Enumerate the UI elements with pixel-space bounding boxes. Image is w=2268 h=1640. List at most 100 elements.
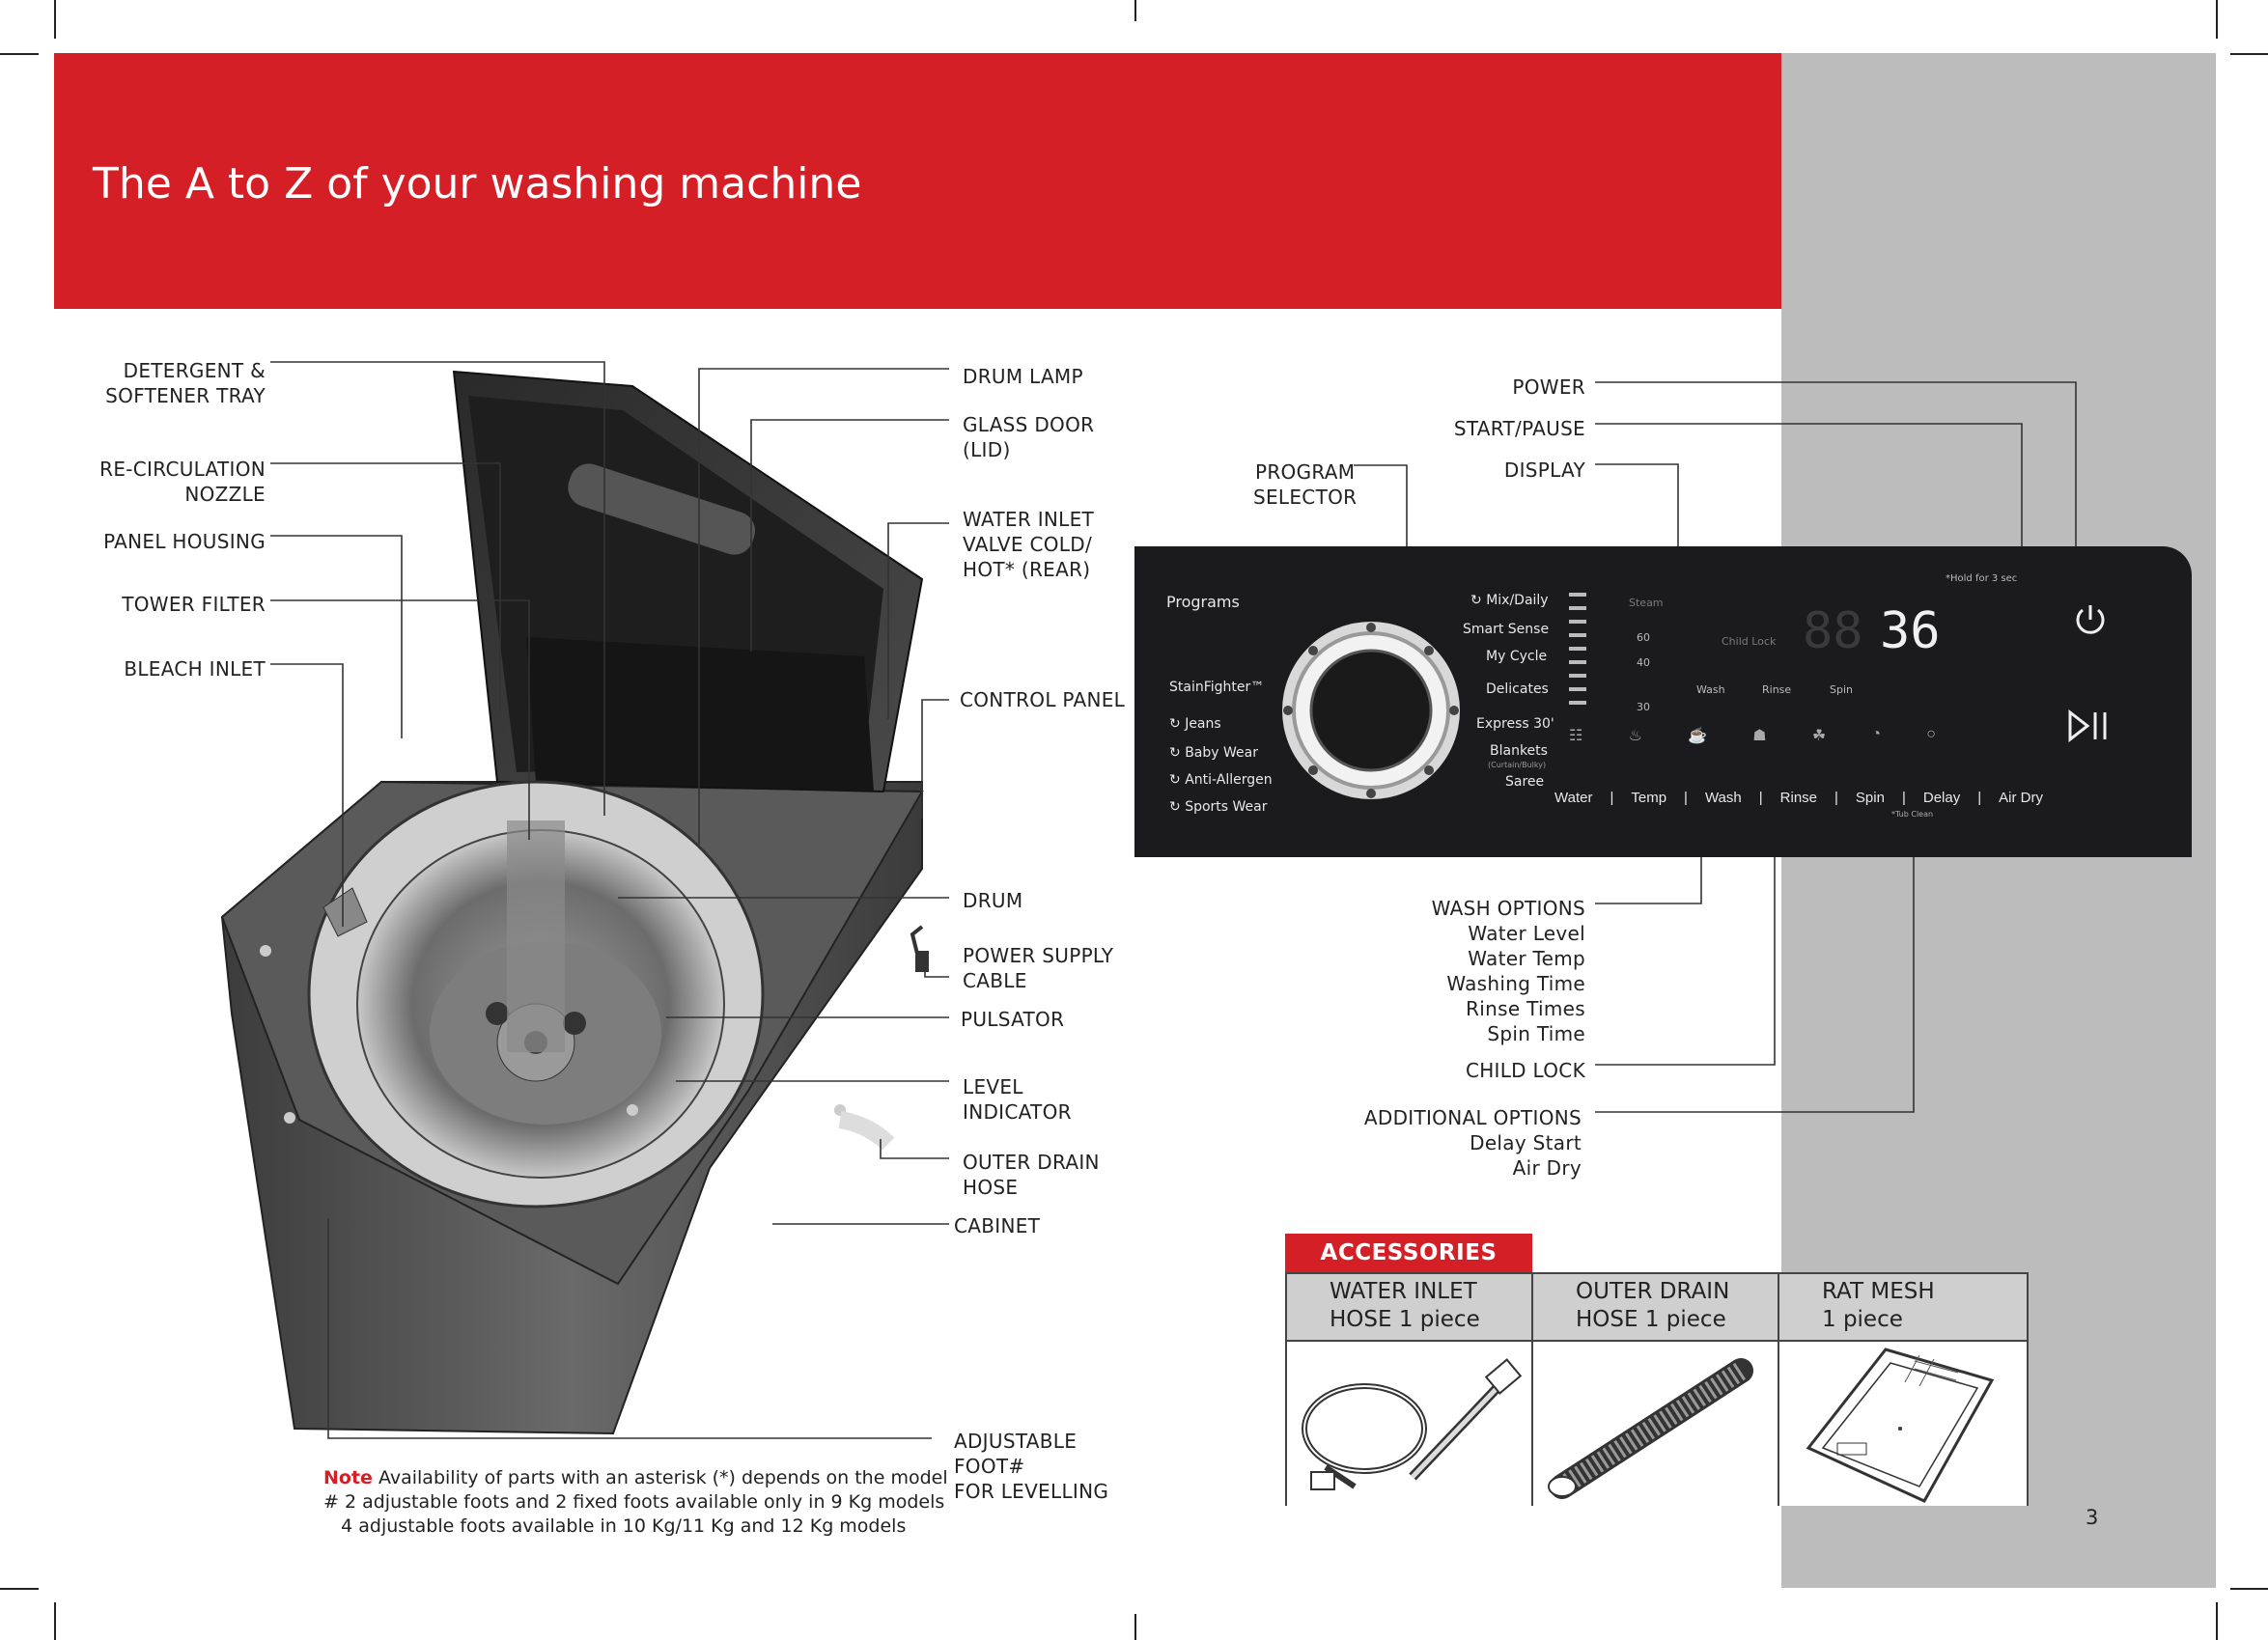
start-pause-icon[interactable] bbox=[2066, 709, 2113, 743]
accessory-header-2: OUTER DRAIN HOSE 1 piece bbox=[1533, 1274, 1779, 1342]
note-line-2: # 2 adjustable foots and 2 fixed foots a… bbox=[323, 1491, 945, 1513]
temp-40: 40 bbox=[1637, 656, 1650, 669]
status-icon-row: ☷ ♨ ☕ ☗ ☘ ◔ ○ bbox=[1569, 726, 1936, 745]
label-display: DISPLAY bbox=[1503, 459, 1585, 482]
label-adjustable-foot: ADJUSTABLE FOOT# FOR LEVELLING bbox=[954, 1430, 1109, 1503]
delay-button[interactable]: Delay bbox=[1922, 790, 1961, 806]
accessory-name-3: RAT MESH 1 piece bbox=[1822, 1279, 1935, 1332]
label-glass-door: GLASS DOOR (LID) bbox=[963, 413, 1095, 461]
program-mix-daily: ↻ Mix/Daily bbox=[1470, 593, 1549, 608]
spin-icon: ☘ bbox=[1811, 728, 1827, 744]
page-header bbox=[54, 53, 1781, 309]
label-power: POWER bbox=[1512, 375, 1585, 399]
label-bleach-inlet: BLEACH INLET bbox=[124, 657, 266, 681]
label-detergent-tray: DETERGENT & SOFTENER TRAY bbox=[105, 359, 266, 407]
accessory-header-3: RAT MESH 1 piece bbox=[1779, 1274, 2027, 1342]
label-outer-drain-hose: OUTER DRAIN HOSE bbox=[963, 1151, 1100, 1199]
availability-note: Note Availability of parts with an aster… bbox=[323, 1466, 948, 1539]
crop-mark bbox=[0, 1588, 39, 1590]
crop-mark bbox=[0, 53, 39, 55]
water-icon: ☷ bbox=[1569, 728, 1583, 744]
small-spin: Spin bbox=[1830, 683, 1853, 696]
child-lock-small: Child Lock bbox=[1722, 635, 1777, 648]
temp-steam: Steam bbox=[1629, 597, 1664, 609]
label-power-supply-cable: POWER SUPPLY CABLE bbox=[963, 944, 1114, 992]
note-line-3: 4 adjustable foots available in 10 Kg/11… bbox=[323, 1515, 907, 1537]
label-cabinet: CABINET bbox=[954, 1214, 1041, 1237]
program-baby-wear: ↻ Baby Wear bbox=[1169, 745, 1258, 761]
label-recirculation-nozzle: RE-CIRCULATION NOZZLE bbox=[99, 458, 266, 506]
page-number: 3 bbox=[2086, 1506, 2099, 1529]
program-blankets-sub: (Curtain/Bulky) bbox=[1488, 761, 1547, 769]
outer-drain-hose-image bbox=[1533, 1342, 1779, 1506]
accessories-table: WATER INLET HOSE 1 piece OUTER DRAIN HOS… bbox=[1285, 1272, 2029, 1506]
temp-30: 30 bbox=[1637, 701, 1650, 713]
display-ghost-digits: 88 bbox=[1803, 602, 1863, 660]
crop-mark bbox=[1134, 1614, 1136, 1640]
label-drum-lamp: DRUM LAMP bbox=[963, 365, 1083, 388]
note-line-1: Availability of parts with an asterisk (… bbox=[372, 1467, 948, 1488]
delay-icon: ◔ bbox=[1871, 726, 1882, 742]
wash-icon: ☕ bbox=[1688, 728, 1708, 744]
program-smart-sense: Smart Sense bbox=[1463, 622, 1550, 637]
program-stainfighter: StainFighter™ bbox=[1169, 680, 1265, 695]
program-my-cycle: My Cycle bbox=[1486, 649, 1548, 664]
program-anti-allergen: ↻ Anti-Allergen bbox=[1169, 772, 1273, 788]
tub-clean-note: *Tub Clean bbox=[1891, 810, 1934, 819]
temp-button[interactable]: Temp bbox=[1631, 790, 1667, 806]
level-indicator-bars bbox=[1569, 593, 1586, 705]
program-saree: Saree bbox=[1505, 774, 1545, 790]
label-tower-filter: TOWER FILTER bbox=[122, 593, 266, 616]
label-wash-options: WASH OPTIONS Water Level Water Temp Wash… bbox=[1431, 897, 1585, 1045]
power-icon[interactable] bbox=[2071, 600, 2110, 639]
crop-mark bbox=[2230, 53, 2268, 55]
crop-mark bbox=[2216, 1602, 2218, 1640]
note-label: Note bbox=[323, 1467, 373, 1488]
programs-title: Programs bbox=[1166, 593, 1240, 611]
crop-mark bbox=[2216, 0, 2218, 39]
crop-mark bbox=[2230, 1588, 2268, 1590]
water-inlet-hose-image bbox=[1287, 1342, 1533, 1506]
crop-mark bbox=[54, 1602, 56, 1640]
option-buttons-row: Water| Temp| Wash| Rinse| Spin| Delay| A… bbox=[1554, 790, 2043, 806]
crop-mark bbox=[54, 0, 56, 39]
accessory-name-2: OUTER DRAIN HOSE 1 piece bbox=[1576, 1279, 1730, 1332]
rinse-icon: ☗ bbox=[1752, 728, 1767, 744]
label-water-inlet-valve: WATER INLET VALVE COLD/ HOT* (REAR) bbox=[963, 508, 1095, 581]
page-title: The A to Z of your washing machine bbox=[93, 159, 862, 208]
program-blankets: Blankets bbox=[1490, 743, 1548, 759]
label-program-selector: PROGRAM SELECTOR bbox=[1253, 460, 1358, 509]
label-child-lock: CHILD LOCK bbox=[1465, 1059, 1585, 1082]
display-digits: 36 bbox=[1880, 602, 1941, 660]
temp-icon: ♨ bbox=[1628, 728, 1642, 744]
small-wash: Wash bbox=[1696, 683, 1725, 696]
rat-mesh-image bbox=[1779, 1342, 2027, 1506]
airdry-icon: ○ bbox=[1926, 726, 1936, 742]
label-drum: DRUM bbox=[963, 889, 1023, 912]
program-dial[interactable] bbox=[1274, 614, 1468, 807]
accessories-title: ACCESSORIES bbox=[1285, 1234, 1532, 1272]
program-express: Express 30' bbox=[1476, 716, 1554, 732]
control-panel-graphic: Programs *Hold for 3 sec StainFighter™ ↻… bbox=[1134, 546, 2192, 857]
program-delicates: Delicates bbox=[1486, 681, 1549, 697]
label-start-pause: START/PAUSE bbox=[1453, 417, 1585, 440]
accessory-header-1: WATER INLET HOSE 1 piece bbox=[1287, 1274, 1533, 1342]
label-additional-options: ADDITIONAL OPTIONS Delay Start Air Dry bbox=[1363, 1106, 1582, 1180]
accessory-name-1: WATER INLET HOSE 1 piece bbox=[1330, 1279, 1480, 1332]
program-jeans: ↻ Jeans bbox=[1169, 716, 1221, 732]
wash-button[interactable]: Wash bbox=[1704, 790, 1742, 806]
temp-60: 60 bbox=[1637, 631, 1650, 644]
rinse-button[interactable]: Rinse bbox=[1779, 790, 1818, 806]
crop-mark bbox=[1134, 0, 1136, 21]
label-control-panel: CONTROL PANEL bbox=[960, 688, 1126, 711]
hold-note: *Hold for 3 sec bbox=[1946, 573, 2018, 584]
air-dry-button[interactable]: Air Dry bbox=[1999, 790, 2043, 806]
label-pulsator: PULSATOR bbox=[961, 1008, 1065, 1031]
washing-machine-illustration bbox=[220, 370, 929, 1435]
water-button[interactable]: Water bbox=[1554, 790, 1593, 806]
program-sports-wear: ↻ Sports Wear bbox=[1169, 799, 1268, 815]
spin-button[interactable]: Spin bbox=[1855, 790, 1885, 806]
label-panel-housing: PANEL HOUSING bbox=[103, 530, 266, 553]
label-level-indicator: LEVEL INDICATOR bbox=[963, 1075, 1072, 1124]
